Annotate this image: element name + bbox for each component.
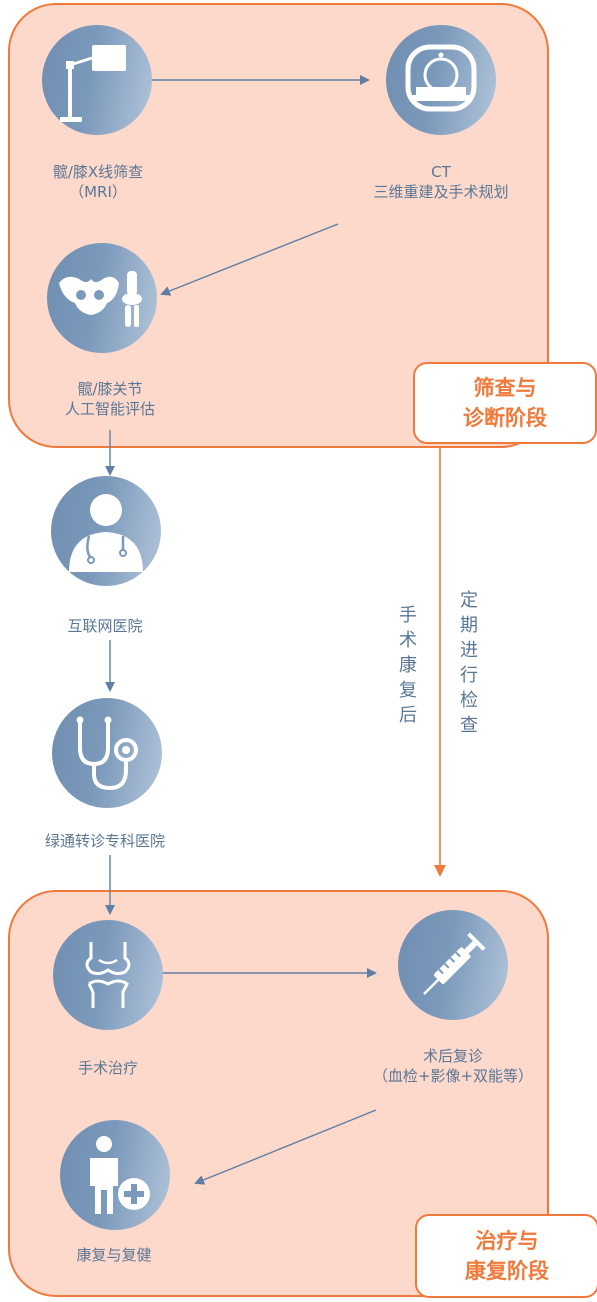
followup-label: 术后复诊 （血检+影像+双能等） <box>372 1047 534 1085</box>
followup-node <box>398 910 508 1020</box>
xray-label: 髋/膝X线筛查 （MRI） <box>52 163 144 201</box>
ct-node <box>386 25 496 135</box>
rehab-label: 康复与复健 <box>76 1246 152 1264</box>
screening-stage-badge: 筛查与 诊断阶段 <box>413 362 597 444</box>
surgery-label: 手术治疗 <box>77 1059 138 1077</box>
ct-label: CT 三维重建及手术规划 <box>373 163 509 201</box>
person-plus-icon <box>90 1136 150 1214</box>
stethoscope-icon <box>76 716 138 791</box>
hip-knee-bones-icon <box>59 271 142 327</box>
internet-hospital-label: 互联网医院 <box>67 617 143 635</box>
surgery-node <box>53 920 163 1030</box>
doctor-icon <box>69 494 143 572</box>
periodic-check-vertical-label: 定期进行检查 <box>460 590 478 736</box>
rehab-node <box>60 1120 170 1230</box>
xray-node <box>42 25 152 135</box>
syringe-icon <box>423 932 486 995</box>
after-surgery-vertical-label: 手术康复后 <box>399 605 417 726</box>
arrow-ct-to-ai <box>160 223 339 296</box>
arrow-followup-to-rehab <box>194 1109 377 1185</box>
ct-scanner-icon <box>405 44 477 112</box>
referral-label: 绿通转诊专科医院 <box>44 832 165 850</box>
referral-node <box>52 698 162 808</box>
internet-hospital-node <box>51 476 161 586</box>
treatment-stage-badge: 治疗与 康复阶段 <box>415 1214 597 1298</box>
ai-node <box>47 243 157 353</box>
ai-label: 髋/膝关节 人工智能评估 <box>64 380 155 418</box>
knee-joint-icon <box>85 942 131 1008</box>
xray-lamp-icon <box>60 45 126 122</box>
